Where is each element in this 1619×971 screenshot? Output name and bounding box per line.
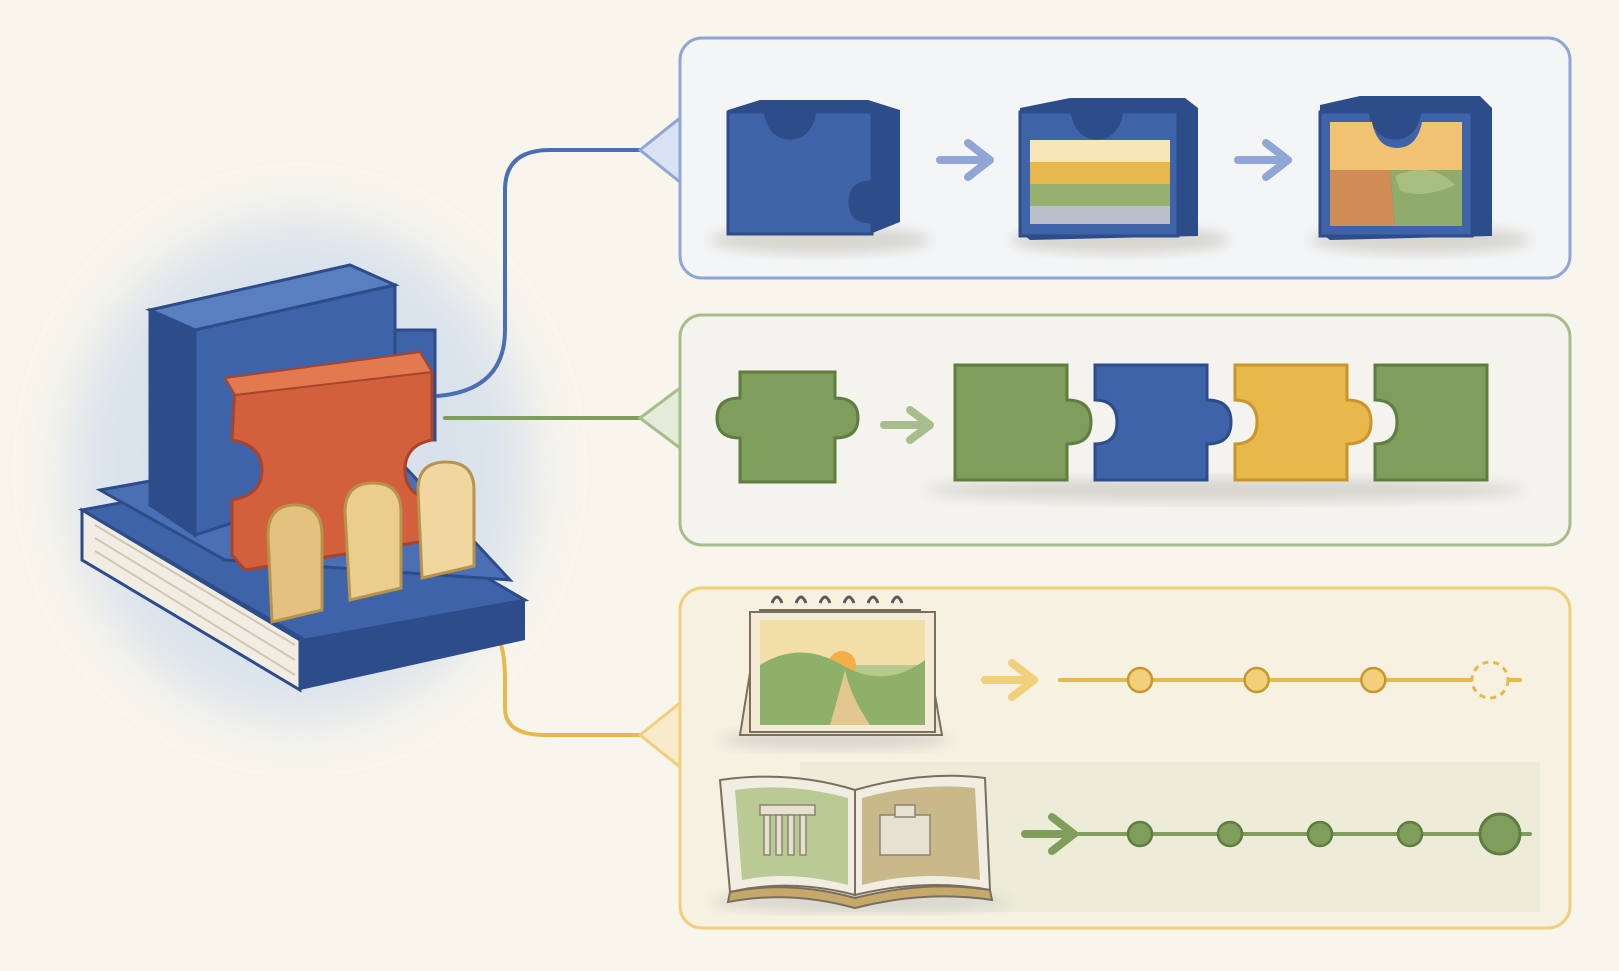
striped-puzzle-block-icon — [1010, 98, 1230, 254]
timeline-node — [1470, 660, 1510, 700]
puzzle-chain-icon — [925, 363, 1525, 502]
pointer-blue — [637, 114, 682, 186]
desk-calendar-icon — [720, 595, 950, 750]
timeline-node — [1306, 820, 1334, 848]
timeline-node — [1243, 666, 1270, 694]
timeline-node — [1478, 812, 1522, 856]
connector-blue — [436, 148, 644, 398]
timeline-calendar — [1058, 660, 1522, 700]
timeline-node — [1396, 820, 1424, 848]
blue-puzzle-block-icon — [710, 100, 930, 254]
open-book-icon — [710, 774, 1010, 912]
timeline-node — [1216, 820, 1244, 848]
patched-puzzle-block-icon — [1310, 96, 1530, 254]
arrow-right-icon — [1234, 139, 1292, 181]
arrow-right-icon — [936, 139, 994, 181]
green-puzzle-piece-icon — [715, 370, 860, 484]
chain-piece-green — [1373, 363, 1489, 482]
arrow-right-icon — [981, 659, 1038, 701]
hub-illustration — [77, 263, 530, 693]
chain-piece-yellow — [1233, 363, 1373, 482]
tan-tile-icon — [266, 460, 476, 624]
timeline-node — [1126, 666, 1154, 694]
connector-yellow — [490, 628, 644, 737]
pointer-yellow — [637, 699, 682, 771]
panel-green — [678, 313, 1572, 547]
chain-piece-blue — [1093, 363, 1233, 482]
pointer-green — [637, 385, 682, 451]
chain-piece-green — [953, 363, 1093, 482]
panel-blue — [678, 36, 1572, 280]
timeline-node — [1360, 666, 1387, 694]
panel-yellow — [678, 586, 1572, 930]
arrow-right-icon — [880, 406, 934, 444]
timeline-book — [1058, 812, 1532, 856]
timeline-node — [1126, 820, 1154, 848]
